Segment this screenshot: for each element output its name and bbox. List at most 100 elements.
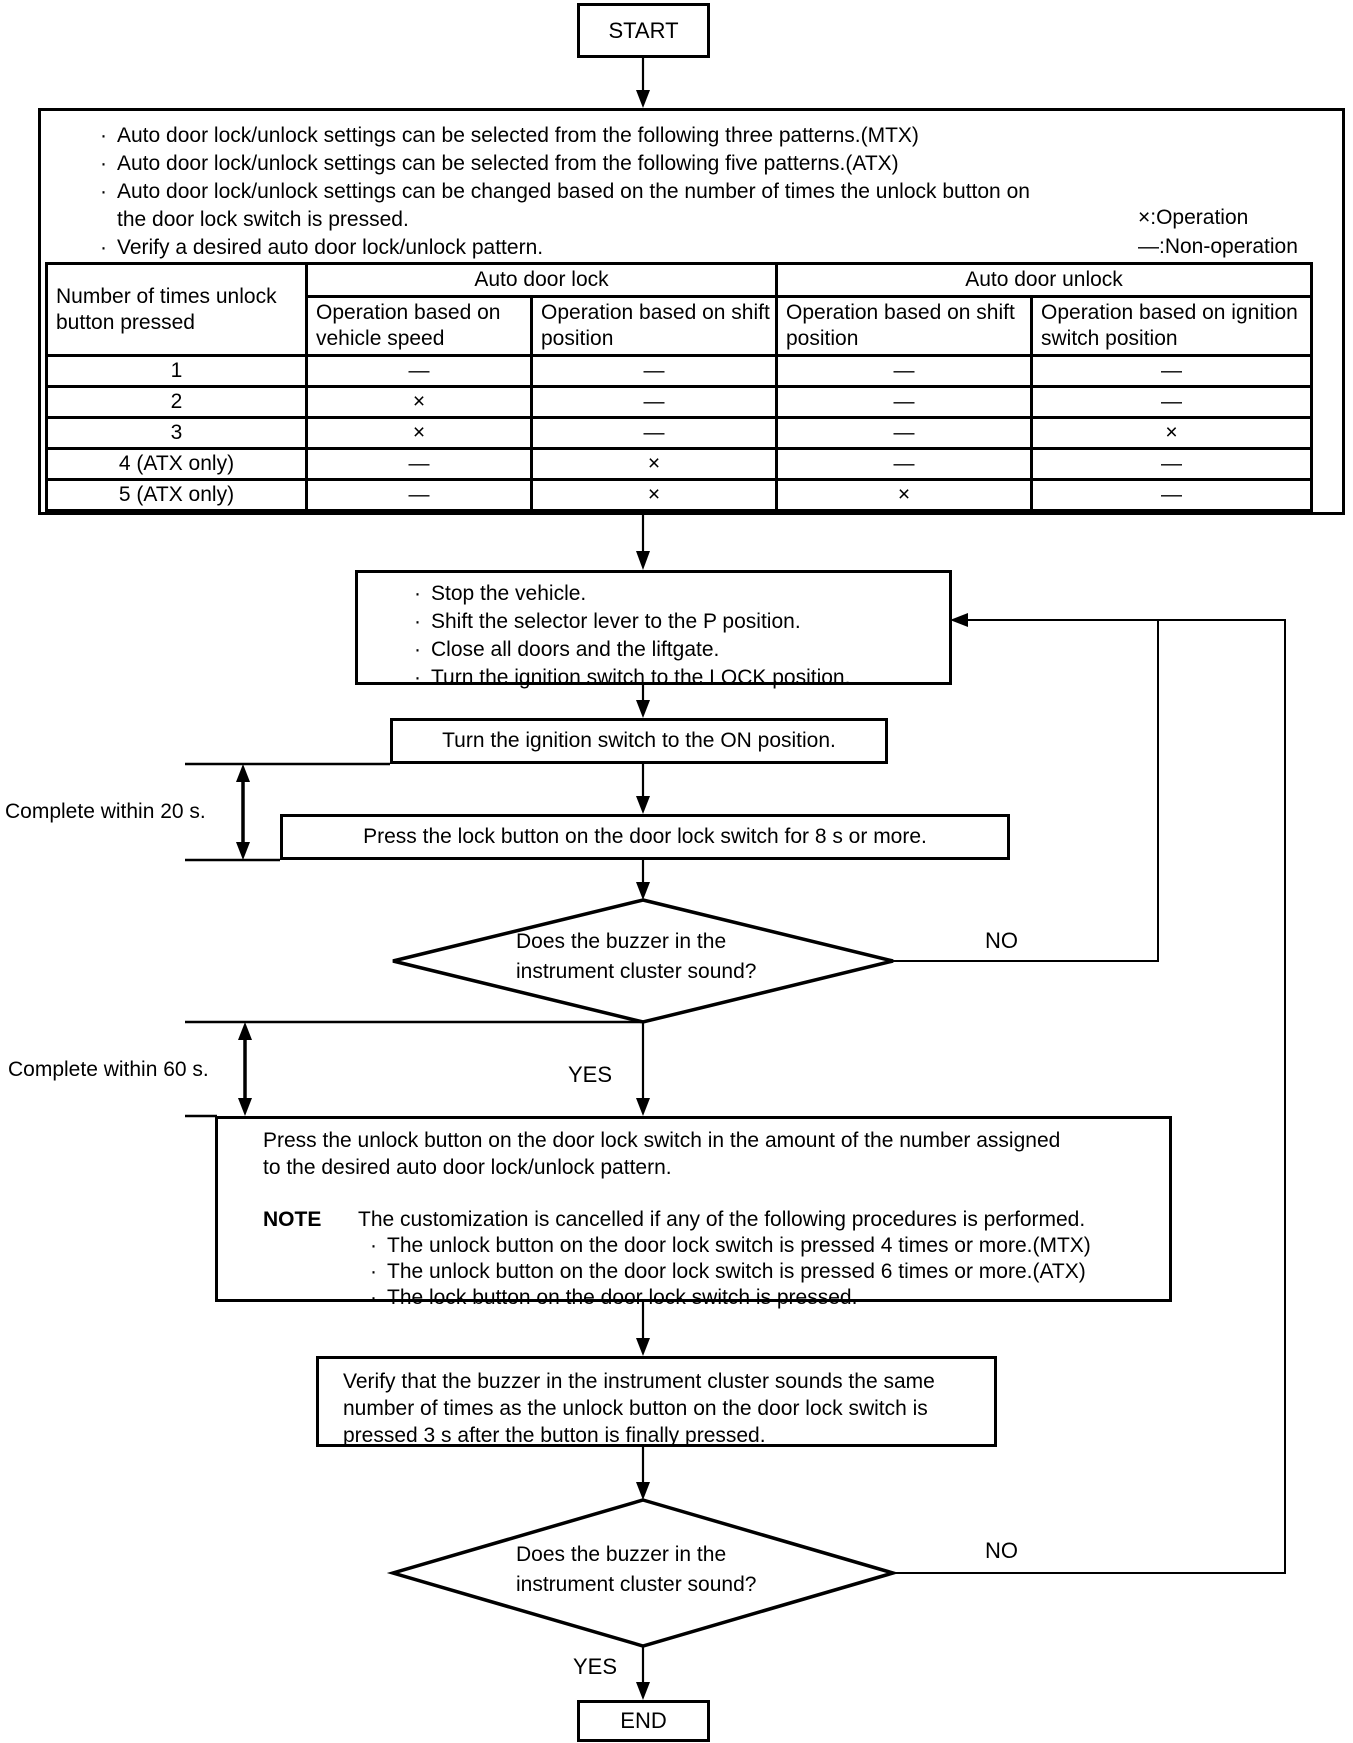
cell-value: —	[1029, 354, 1314, 388]
timing-label-60s: Complete within 60 s.	[8, 1058, 209, 1081]
list-item: · The unlock button on the door lock swi…	[370, 1233, 1091, 1259]
no-label-1: NO	[985, 928, 1018, 953]
buzzer-decision-1-text: Does the buzzer in the instrument cluste…	[516, 930, 757, 983]
list-item: · Auto door lock/unlock settings can be …	[100, 150, 1115, 178]
list-item: · Auto door lock/unlock settings can be …	[100, 122, 1115, 150]
bullet-text: Turn the ignition switch to the LOCK pos…	[431, 666, 851, 689]
column-group-unlock: Auto door unlock	[774, 262, 1314, 298]
connector-arrows	[636, 58, 650, 1700]
cell-value: ×	[305, 385, 533, 419]
list-item: · Turn the ignition switch to the LOCK p…	[414, 664, 949, 692]
row-label: 3	[45, 416, 308, 450]
bullet-icon: ·	[414, 666, 421, 689]
press-lock-step: Press the lock button on the door lock s…	[280, 814, 1010, 860]
bullet-text: Verify a desired auto door lock/unlock p…	[117, 236, 544, 259]
bullet-text: Auto door lock/unlock settings can be se…	[117, 152, 899, 175]
list-item: · Close all doors and the liftgate.	[414, 636, 949, 664]
cell-value: —	[1029, 447, 1314, 481]
row-label: 5 (ATX only)	[45, 478, 308, 512]
bullet-text: Auto door lock/unlock settings can be ch…	[117, 180, 1030, 231]
column-header: Operation based on shift position	[530, 295, 778, 357]
bullet-text: Shift the selector lever to the P positi…	[431, 610, 801, 633]
table-row: 5 (ATX only) — × × —	[45, 478, 1314, 512]
bullet-icon: ·	[370, 1260, 377, 1283]
column-header: Operation based on vehicle speed	[305, 295, 533, 357]
no-label-2: NO	[985, 1538, 1018, 1563]
row-label: 2	[45, 385, 308, 419]
start-label: START	[608, 17, 679, 43]
ignition-on-step: Turn the ignition switch to the ON posit…	[390, 718, 888, 764]
bullet-icon: ·	[100, 180, 107, 203]
verify-buzzer-step: Verify that the buzzer in the instrument…	[316, 1356, 997, 1447]
bullet-text: Auto door lock/unlock settings can be se…	[117, 124, 919, 147]
yes-label-2: YES	[573, 1654, 618, 1679]
step-text: Press the unlock button on the door lock…	[263, 1129, 1061, 1179]
bullet-icon: ·	[370, 1286, 377, 1309]
yes-label-1: YES	[568, 1062, 613, 1087]
list-item: · The lock button on the door lock switc…	[370, 1285, 1091, 1311]
cell-value: —	[775, 447, 1033, 481]
end-label: END	[620, 1708, 667, 1733]
cell-value: —	[775, 354, 1033, 388]
column-header: Operation based on ignition switch posit…	[1029, 295, 1314, 357]
row-label: 1	[45, 354, 308, 388]
cell-value: —	[305, 478, 533, 512]
start-node: START	[577, 3, 710, 58]
note-body: The customization is cancelled if any of…	[358, 1207, 1091, 1311]
cell-value: —	[530, 385, 778, 419]
cell-value: —	[530, 416, 778, 450]
list-item: · Stop the vehicle.	[414, 580, 949, 608]
bullet-text: The unlock button on the door lock switc…	[387, 1260, 1086, 1283]
list-item: · Verify a desired auto door lock/unlock…	[100, 234, 1115, 262]
note-text: The customization is cancelled if any of…	[358, 1208, 1086, 1231]
decision-diamond-2	[386, 1498, 900, 1648]
buzzer-decision-2-text: Does the buzzer in the instrument cluste…	[516, 1543, 757, 1596]
table-row-header: Number of times unlock button pressed	[45, 262, 308, 357]
row-label: 4 (ATX only)	[45, 447, 308, 481]
column-header: Operation based on shift position	[775, 295, 1033, 357]
legend-non-operation: —:Non-operation	[1138, 235, 1298, 258]
table-row: 1 — — — —	[45, 354, 1314, 388]
cell-value: —	[305, 447, 533, 481]
cell-value: ×	[775, 478, 1033, 512]
cell-value: —	[530, 354, 778, 388]
table-legend: ×:Operation —:Non-operation	[1138, 203, 1298, 261]
cell-value: ×	[530, 478, 778, 512]
timing-bracket-60s	[185, 1020, 641, 1118]
note-block: NOTE The customization is cancelled if a…	[263, 1207, 1169, 1311]
no-feedback-lines	[893, 613, 1286, 1574]
end-node: END	[577, 1700, 710, 1742]
timing-label-20s: Complete within 20 s.	[5, 800, 206, 823]
bullet-text: Close all doors and the liftgate.	[431, 638, 720, 661]
cell-value: —	[1029, 478, 1314, 512]
note-label: NOTE	[263, 1208, 322, 1231]
table-row: 2 × — — —	[45, 385, 1314, 419]
bullet-icon: ·	[100, 124, 107, 147]
cell-value: —	[305, 354, 533, 388]
bullet-text: The lock button on the door lock switch …	[387, 1286, 858, 1309]
cell-value: —	[1029, 385, 1314, 419]
bullet-text: The unlock button on the door lock switc…	[387, 1234, 1091, 1257]
prepare-step-box: · Stop the vehicle. · Shift the selector…	[355, 570, 952, 689]
cell-value: —	[775, 416, 1033, 450]
intro-bullet-list: · Auto door lock/unlock settings can be …	[100, 122, 1115, 262]
table-row: 3 × — — ×	[45, 416, 1314, 450]
decision-diamond-1	[392, 898, 894, 1024]
step-text: Press the lock button on the door lock s…	[363, 825, 927, 848]
bullet-icon: ·	[414, 610, 421, 633]
bullet-icon: ·	[370, 1234, 377, 1257]
timing-bracket-20s	[185, 762, 390, 862]
bullet-icon: ·	[414, 582, 421, 605]
step-text: Turn the ignition switch to the ON posit…	[442, 729, 836, 752]
table-row: 4 (ATX only) — × — —	[45, 447, 1314, 481]
cell-value: ×	[305, 416, 533, 450]
cell-value: ×	[1029, 416, 1314, 450]
list-item: · Auto door lock/unlock settings can be …	[100, 178, 1115, 234]
legend-operation: ×:Operation	[1138, 206, 1249, 229]
list-item: · Shift the selector lever to the P posi…	[414, 608, 949, 636]
list-item: · The unlock button on the door lock swi…	[370, 1259, 1091, 1285]
bullet-icon: ·	[100, 236, 107, 259]
step-text: Verify that the buzzer in the instrument…	[343, 1370, 935, 1447]
